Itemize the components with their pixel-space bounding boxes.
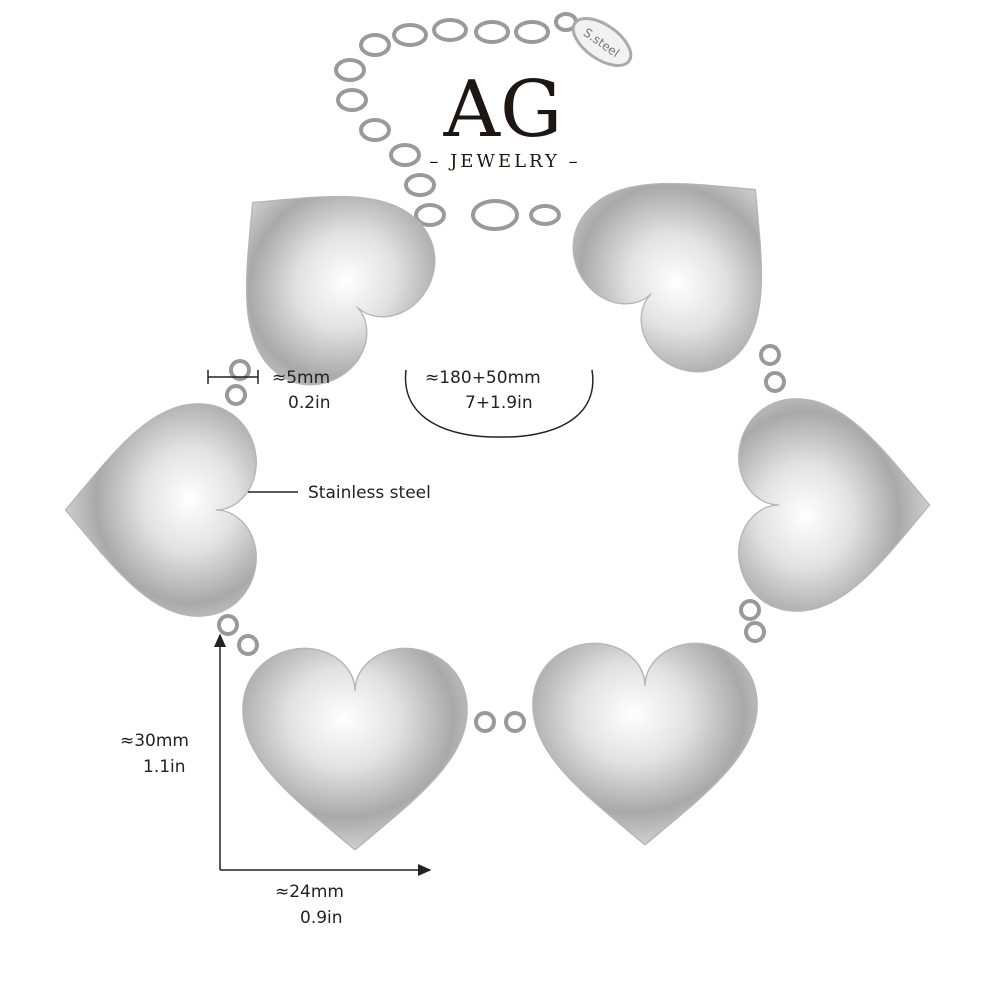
extension-chain [334, 12, 578, 231]
heart-height-in: 1.1in [143, 757, 186, 777]
link-width-mm: ≈5mm [272, 368, 330, 388]
heart-charm [64, 403, 257, 617]
heart-charm [178, 128, 459, 409]
steel-tag: S.steel [571, 17, 633, 67]
brand-tagline: – JEWELRY – [429, 151, 580, 172]
length-in: 7+1.9in [465, 393, 533, 413]
heart-charms [64, 115, 931, 851]
material-label: Stainless steel [308, 483, 431, 503]
link-width-marker [207, 370, 259, 384]
heart-width-in: 0.9in [300, 908, 343, 928]
length-arc [404, 369, 594, 438]
heart-charm [242, 647, 468, 851]
heart-charm [738, 398, 931, 612]
heart-charm [549, 115, 830, 396]
dimension-axes [214, 633, 432, 876]
link-width-in: 0.2in [288, 393, 331, 413]
brand-logo: AG [443, 65, 563, 155]
connector-links [217, 344, 786, 733]
heart-charm [532, 642, 758, 846]
heart-width-mm: ≈24mm [275, 882, 344, 902]
length-mm: ≈180+50mm [425, 368, 541, 388]
heart-height-mm: ≈30mm [120, 731, 189, 751]
